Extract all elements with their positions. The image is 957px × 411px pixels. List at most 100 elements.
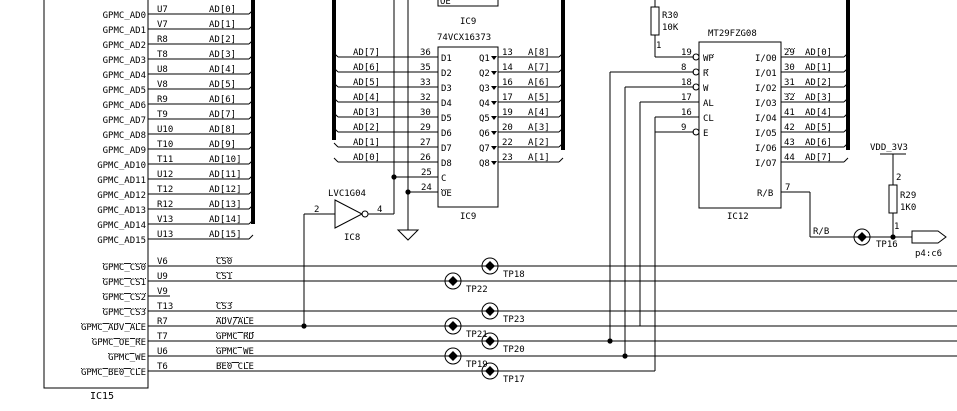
ic12-part: MT29FZG08	[708, 29, 757, 39]
tristate-icon	[491, 71, 497, 75]
ic15-pin-name: GPMC_AD7	[103, 116, 146, 126]
ic15-pin-name: GPMC_AD11	[97, 176, 146, 186]
ic12-left-pin: 16	[681, 108, 692, 118]
ic15-ctrl-pin: V9	[157, 287, 168, 297]
r29-pin-top: 2	[896, 173, 901, 183]
r29-value: 1K0	[900, 203, 916, 213]
ic15-net-label: AD[3]	[209, 50, 236, 60]
ic15-ctrl-pin: T7	[157, 332, 168, 342]
bus-entry	[843, 157, 849, 163]
ic15-pin-name: GPMC_AD9	[103, 146, 146, 156]
ic15-pin-number: R12	[157, 200, 173, 210]
ic9-q-label: Q4	[479, 99, 490, 109]
tp19-label: TP19	[466, 360, 488, 370]
ic12-left-pin: 8	[681, 63, 686, 73]
ic9-top-body	[437, 0, 499, 7]
tp21	[444, 317, 462, 335]
ic15-pin-number: V8	[157, 80, 168, 90]
tp20	[481, 332, 499, 350]
ic12-io-pin: 32	[784, 93, 795, 103]
tristate-icon	[491, 131, 497, 135]
offpage-label: p4:c6	[915, 249, 942, 259]
r30-body	[650, 6, 660, 36]
ic9-q-label: Q3	[479, 84, 490, 94]
ic12-io-net: AD[7]	[805, 153, 832, 163]
ic15-pin-name: GPMC_AD1	[103, 26, 146, 36]
tp16	[853, 228, 871, 246]
ic15-net-label: AD[9]	[209, 140, 236, 150]
ic9-out-pin: 17	[502, 93, 513, 103]
ic12-ref: IC12	[727, 212, 749, 222]
ic9-oe-pin: 24	[421, 183, 432, 193]
junction-oe	[405, 189, 411, 195]
ic9-q-label: Q1	[479, 54, 490, 64]
ic15-ctrl-net: GPMC_WE	[216, 347, 254, 357]
bus-entry	[558, 97, 564, 103]
ic9-in-net: AD[4]	[353, 93, 380, 103]
ic12-io-label: I/O0	[755, 54, 777, 64]
tp17	[481, 362, 499, 380]
bus-entry	[558, 127, 564, 133]
ic9-c-label: C	[441, 174, 446, 184]
ic15-pin-name: GPMC_AD12	[97, 191, 146, 201]
ic8-in-pin: 2	[314, 205, 319, 215]
ic15-pin-name: GPMC_AD5	[103, 86, 146, 96]
ic15-net-label: AD[13]	[209, 200, 242, 210]
ic12-io-net: AD[3]	[805, 93, 832, 103]
ic12-left-label: W	[703, 84, 709, 94]
ic12-left-label: E	[703, 129, 708, 139]
ic12-io-pin: 42	[784, 123, 795, 133]
ic9-d-label: D6	[441, 129, 452, 139]
bus-entry	[558, 157, 564, 163]
ic12-io-pin: 41	[784, 108, 795, 118]
ic9-d-label: D4	[441, 99, 452, 109]
tp23	[481, 302, 499, 320]
ic9-out-net: A[4]	[528, 108, 550, 118]
ic9-out-pin: 16	[502, 78, 513, 88]
ic15-net-label: AD[12]	[209, 185, 242, 195]
ic8-out-pin: 4	[377, 205, 382, 215]
ic15-ctrl-pin: R7	[157, 317, 168, 327]
ic15-pin-name: GPMC_AD2	[103, 41, 146, 51]
ic9-out-net: A[2]	[528, 138, 550, 148]
bus-entry	[333, 82, 339, 88]
ic15-net-label: AD[1]	[209, 20, 236, 30]
tristate-icon	[491, 86, 497, 90]
tristate-icon	[491, 146, 497, 150]
ic12-inverted-pin	[692, 53, 700, 61]
ic9-top-ref: IC9	[460, 17, 476, 27]
ic9-out-pin: 19	[502, 108, 513, 118]
ic12-io-net: AD[0]	[805, 48, 832, 58]
ic12-io-net: AD[1]	[805, 63, 832, 73]
bus-entry	[333, 112, 339, 118]
ic15-pin-number: U7	[157, 5, 168, 15]
ic15-pin-number: T8	[157, 50, 168, 60]
ic9-in-net: AD[5]	[353, 78, 380, 88]
ic12-rb-pin: 7	[785, 183, 790, 193]
ic15-pin-name: GPMC_AD14	[97, 221, 146, 231]
ic12-io-label: I/O4	[755, 114, 777, 124]
ic15-ctrl-name: GPMC_CS2	[103, 293, 146, 303]
ic9-out-pin: 22	[502, 138, 513, 148]
ic8-ref: IC8	[344, 233, 360, 243]
ic15-ctrl-name: GPMC_OE_RE	[92, 338, 146, 348]
ic15-ctrl-net: CS1	[216, 272, 232, 282]
ic15-net-label: AD[2]	[209, 35, 236, 45]
ic15-ctrl-pin: U6	[157, 347, 168, 357]
ic15-net-label: AD[14]	[209, 215, 242, 225]
tp21-label: TP21	[466, 330, 488, 340]
ic12-io-pin: 31	[784, 78, 795, 88]
ic15-ctrl-name: GPMC_CS0	[103, 263, 146, 273]
ic12-left-label: CL	[703, 114, 714, 124]
ic15-pin-name: GPMC_AD15	[97, 236, 146, 246]
ic9-in-pin: 32	[420, 93, 431, 103]
tristate-icon	[491, 101, 497, 105]
tp17-label: TP17	[503, 375, 525, 385]
ic15-pin-number: R8	[157, 35, 168, 45]
ic9-d-label: D2	[441, 69, 452, 79]
ic15-pin-number: U10	[157, 125, 173, 135]
ic9-out-net: A[3]	[528, 123, 550, 133]
ic15-ctrl-net: ADV/ALE	[216, 317, 254, 327]
ic15-ctrl-pin: T6	[157, 362, 168, 372]
